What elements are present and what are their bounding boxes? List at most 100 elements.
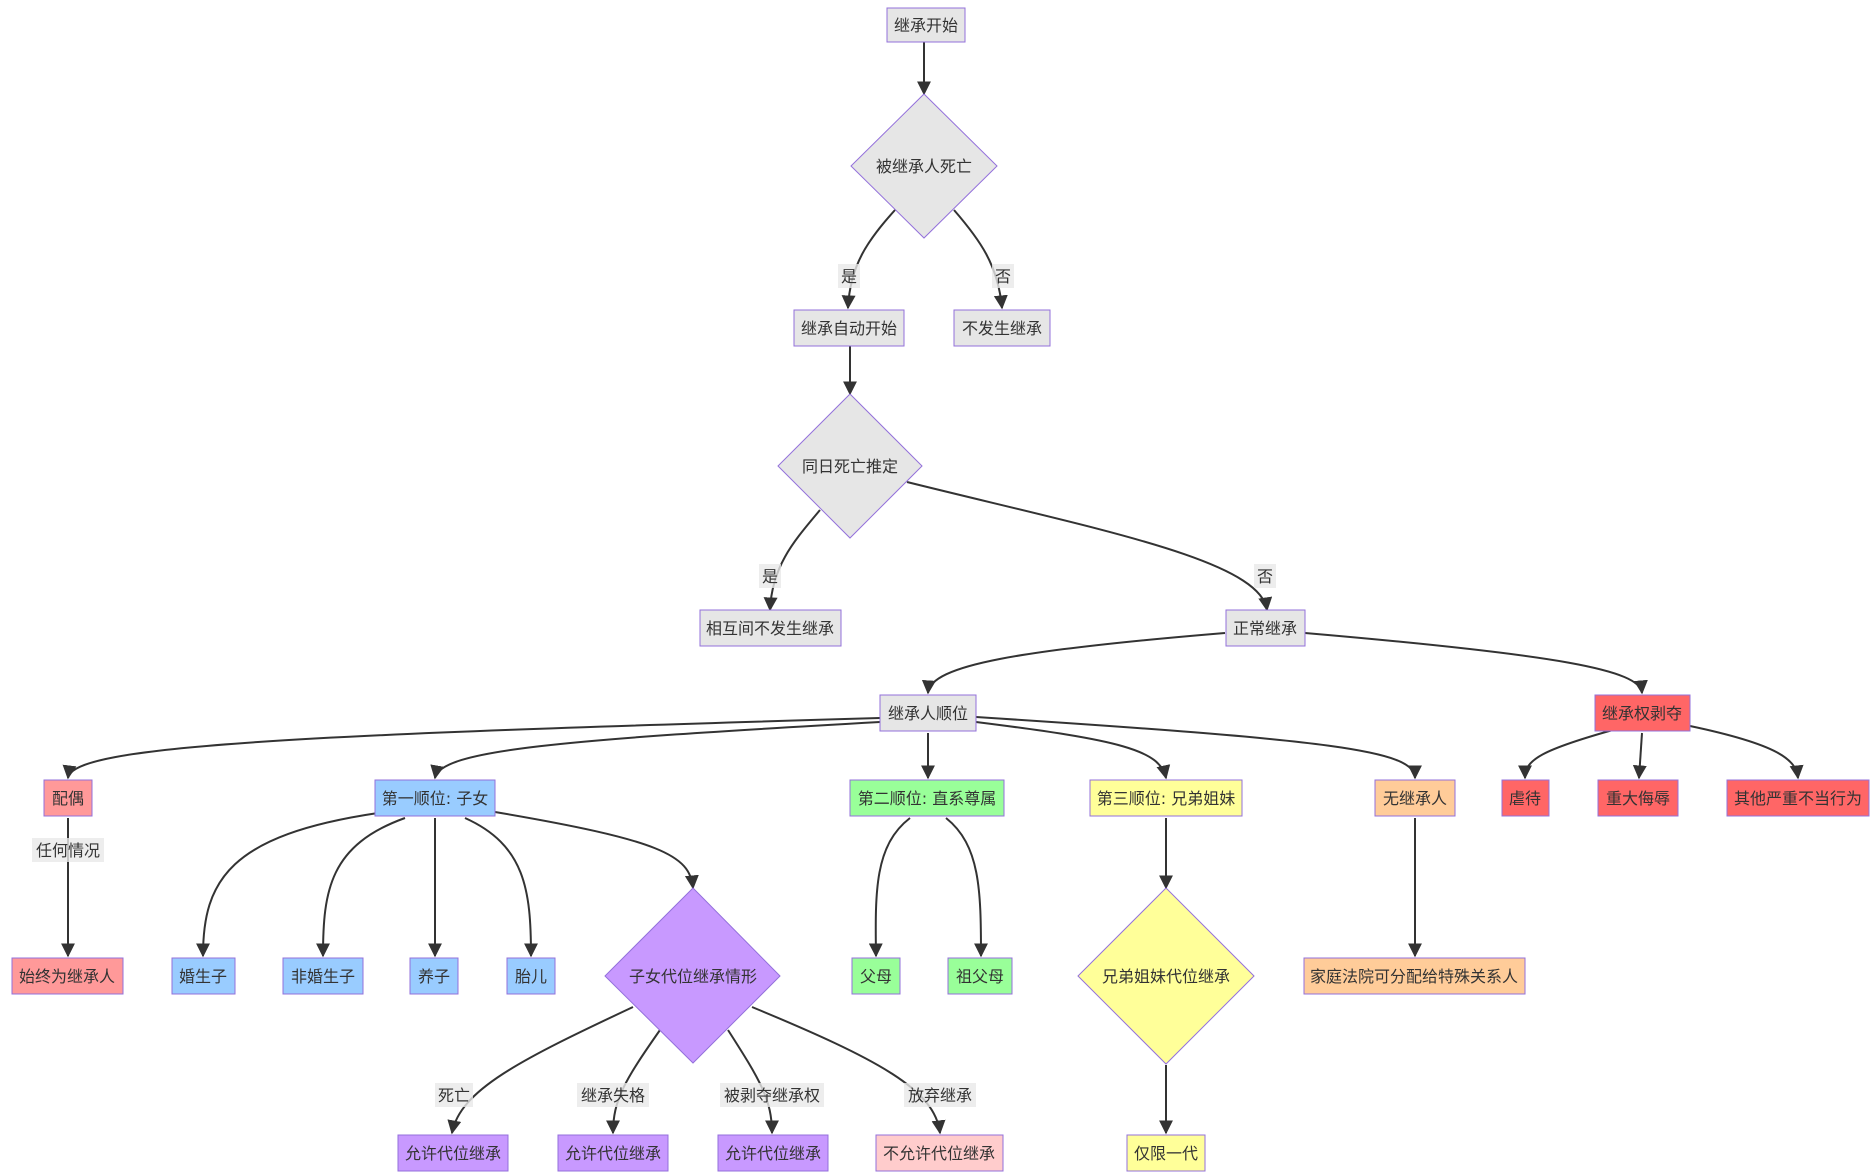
edge-label-disqualified: 继承失格: [577, 1083, 649, 1107]
edge-normal-order: [921, 632, 1226, 695]
node-deny-label: 不允许代位继承: [883, 1144, 995, 1163]
node-revoke[interactable]: 继承权剥夺: [1594, 694, 1691, 732]
node-none[interactable]: 无继承人: [1374, 779, 1456, 817]
node-child-subrogation[interactable]: 子女代位继承情形: [604, 887, 781, 1064]
node-start[interactable]: 继承开始: [886, 7, 966, 43]
node-fetus[interactable]: 胎儿: [506, 957, 556, 995]
node-fetus-label: 胎儿: [515, 967, 547, 986]
edge-label-revoked-text: 被剥夺继承权: [724, 1086, 820, 1105]
node-allow-2[interactable]: 允许代位继承: [557, 1134, 669, 1172]
node-start-label: 继承开始: [894, 16, 958, 35]
node-auto-label: 继承自动开始: [801, 319, 897, 338]
node-same-day[interactable]: 同日死亡推定: [777, 393, 923, 539]
edge-label-spouse-any: 任何情况: [32, 838, 104, 862]
edge-order-first: [430, 721, 881, 780]
node-family-court[interactable]: 家庭法院可分配给特殊关系人: [1303, 957, 1526, 995]
nodes: 继承开始 被继承人死亡 继承自动开始 不发生继承 同日死亡推定 相互间不发生继承…: [11, 7, 1870, 1172]
edge-childsub-allow1: [447, 1006, 634, 1135]
edge-first-legit: [196, 812, 379, 958]
node-revoke-label: 继承权剥夺: [1602, 704, 1682, 723]
node-grandparents[interactable]: 祖父母: [947, 957, 1013, 995]
edge-label-revoked: 被剥夺继承权: [720, 1083, 824, 1107]
node-sibling-subrogation-label: 兄弟姐妹代位继承: [1102, 967, 1230, 986]
node-allow-3-label: 允许代位继承: [725, 1144, 821, 1163]
node-allow-2-label: 允许代位继承: [565, 1144, 661, 1163]
edge-revoke-abuse: [1518, 727, 1621, 780]
node-adopted[interactable]: 养子: [409, 957, 459, 995]
node-death[interactable]: 被继承人死亡: [850, 93, 998, 239]
node-legit-child[interactable]: 婚生子: [171, 957, 236, 995]
node-one-gen[interactable]: 仅限一代: [1126, 1134, 1206, 1172]
node-insult[interactable]: 重大侮辱: [1597, 779, 1679, 817]
node-death-label: 被继承人死亡: [876, 157, 972, 176]
node-allow-3[interactable]: 允许代位继承: [717, 1134, 829, 1172]
node-order[interactable]: 继承人顺位: [879, 694, 977, 732]
edge-label-sameday-yes-text: 是: [762, 567, 778, 586]
node-always-heir[interactable]: 始终为继承人: [11, 957, 124, 995]
edge-first-fetus: [464, 817, 538, 958]
node-other-misconduct-label: 其他严重不当行为: [1734, 789, 1862, 808]
node-illegit-child[interactable]: 非婚生子: [282, 957, 364, 995]
edge-childsub-allow3: [727, 1029, 779, 1135]
edge-label-death-no-text: 否: [995, 267, 1011, 286]
node-parents-label: 父母: [860, 967, 892, 986]
node-abuse-label: 虐待: [1509, 789, 1541, 808]
edge-label-death-yes-text: 是: [841, 267, 857, 286]
edge-label-sameday-no-text: 否: [1257, 567, 1273, 586]
node-adopted-label: 养子: [418, 967, 450, 986]
edges: [61, 42, 1804, 1135]
edge-label-died: 死亡: [435, 1083, 473, 1107]
node-one-gen-label: 仅限一代: [1134, 1144, 1198, 1163]
edge-label-sameday-no: 否: [1254, 564, 1276, 588]
edge-normal-revoke: [1304, 632, 1648, 695]
edge-second-parents: [868, 817, 911, 958]
edge-label-death-yes: 是: [838, 264, 860, 288]
edge-first-illegit: [316, 817, 406, 958]
node-no-inherit[interactable]: 不发生继承: [953, 309, 1051, 347]
node-first[interactable]: 第一顺位: 子女: [374, 779, 496, 817]
node-spouse[interactable]: 配偶: [43, 779, 93, 817]
edge-order-third: [975, 721, 1171, 780]
edge-labels: 是 否 是 否 任何情况 死亡 继承失格 被剥夺继承权: [32, 264, 1276, 1107]
node-third[interactable]: 第三顺位: 兄弟姐妹: [1089, 779, 1243, 817]
node-auto[interactable]: 继承自动开始: [793, 309, 905, 347]
edge-revoke-insult: [1632, 732, 1647, 780]
edge-second-grandparents: [945, 817, 988, 958]
edge-death-noinherit: [953, 209, 1008, 310]
edge-childsub-allow2: [606, 1029, 661, 1135]
node-allow-1-label: 允许代位继承: [405, 1144, 501, 1163]
node-none-label: 无继承人: [1383, 789, 1447, 808]
node-mutual-none[interactable]: 相互间不发生继承: [699, 609, 842, 647]
node-deny[interactable]: 不允许代位继承: [875, 1134, 1004, 1172]
node-allow-1[interactable]: 允许代位继承: [397, 1134, 509, 1172]
node-other-misconduct[interactable]: 其他严重不当行为: [1726, 779, 1870, 817]
edge-label-spouse-any-text: 任何情况: [36, 841, 100, 860]
edge-sameday-normal: [906, 481, 1273, 612]
edge-label-died-text: 死亡: [438, 1086, 470, 1105]
node-legit-child-label: 婚生子: [179, 967, 227, 986]
node-second-label: 第二顺位: 直系尊属: [858, 789, 996, 808]
node-abuse[interactable]: 虐待: [1501, 779, 1550, 817]
edge-label-disqualified-text: 继承失格: [581, 1086, 645, 1105]
node-normal-label: 正常继承: [1233, 619, 1297, 638]
node-second[interactable]: 第二顺位: 直系尊属: [849, 779, 1005, 817]
node-insult-label: 重大侮辱: [1606, 789, 1670, 808]
edge-label-renounced: 放弃继承: [904, 1083, 976, 1107]
edge-order-none: [975, 716, 1422, 780]
node-child-subrogation-label: 子女代位继承情形: [629, 967, 757, 986]
node-family-court-label: 家庭法院可分配给特殊关系人: [1310, 967, 1518, 986]
node-sibling-subrogation[interactable]: 兄弟姐妹代位继承: [1077, 887, 1255, 1065]
node-normal[interactable]: 正常继承: [1225, 609, 1306, 647]
edge-order-spouse: [62, 717, 881, 780]
node-parents[interactable]: 父母: [851, 957, 901, 995]
node-spouse-label: 配偶: [52, 789, 84, 808]
edge-first-childsub: [494, 811, 699, 890]
edge-label-renounced-text: 放弃继承: [908, 1086, 972, 1105]
edge-death-auto: [841, 209, 896, 310]
node-no-inherit-label: 不发生继承: [962, 319, 1042, 338]
edge-revoke-other: [1689, 725, 1804, 780]
node-same-day-label: 同日死亡推定: [802, 457, 898, 476]
edge-label-sameday-yes: 是: [759, 564, 781, 588]
edge-childsub-deny: [751, 1006, 946, 1135]
